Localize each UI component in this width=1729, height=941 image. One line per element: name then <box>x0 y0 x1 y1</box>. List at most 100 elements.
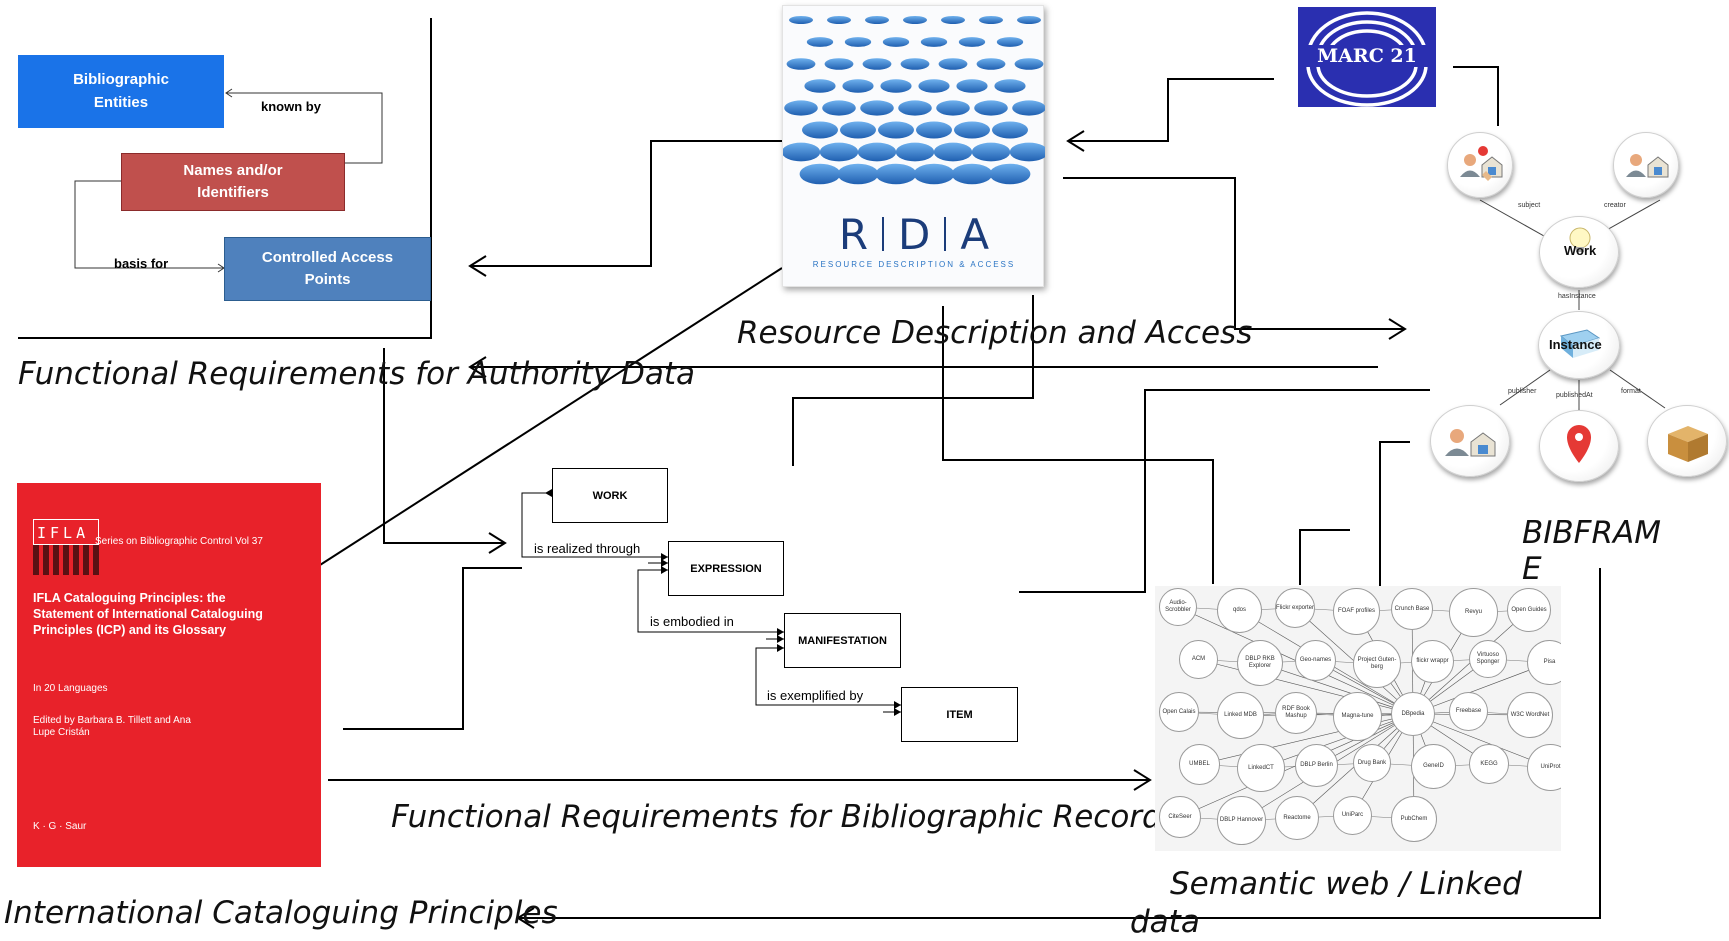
rda-dot <box>1017 16 1041 24</box>
lod-node: Drug Bank <box>1353 744 1391 782</box>
rda-dot <box>1009 142 1045 162</box>
bibframe-edge-subject: subject <box>1518 202 1541 209</box>
basis-for-label: basis for <box>114 256 169 271</box>
lod-link <box>1259 662 1414 715</box>
lod-caption-line1: Semantic web / Linked <box>1170 866 1522 902</box>
lod-node: Magna-tune <box>1333 692 1382 741</box>
rda-dot <box>799 163 841 185</box>
person-house-icon <box>1626 154 1669 178</box>
lod-node: Linked MDB <box>1217 692 1264 739</box>
rda-dot <box>789 16 813 24</box>
lod-node: Reactome <box>1275 796 1319 840</box>
rda-dot <box>822 100 856 116</box>
lod-node: DBLP Berlin <box>1295 744 1338 787</box>
icp-edited: Edited by Barbara B. Tillett and Ana Lup… <box>33 715 191 738</box>
icp-publisher: K · G · Saur <box>33 821 87 832</box>
rda-dot <box>895 142 935 162</box>
rda-divider <box>944 217 947 251</box>
rda-dot <box>860 100 894 116</box>
rda-dot <box>898 100 932 116</box>
rda-dot <box>992 121 1028 139</box>
lod-node: Crunch Base <box>1391 588 1433 630</box>
book-icon <box>1559 329 1601 358</box>
rda-dot <box>941 16 965 24</box>
person-house-icon <box>1445 429 1496 457</box>
lod-link <box>1260 713 1414 769</box>
lod-node: Open Guides <box>1507 588 1551 632</box>
rda-dot <box>920 37 948 47</box>
bibframe-work-node: Work <box>1539 216 1619 288</box>
rda-dot <box>956 79 988 93</box>
rda-dot <box>979 16 1003 24</box>
lod-node: Freebase <box>1449 692 1488 731</box>
rda-dot <box>875 163 917 185</box>
rda-letter-d: D <box>898 209 931 259</box>
lod-node: UMBEL <box>1179 744 1220 785</box>
rda-dot <box>974 100 1008 116</box>
rda-dot <box>827 16 851 24</box>
ifla-logo: IFLA <box>33 519 99 545</box>
lod-cloud: Audio-Scrobbler qdos Flickr exporter FOAF p… <box>1155 586 1561 851</box>
lod-node: CiteSeer <box>1159 796 1201 838</box>
bibframe-edge-published-at: publishedAt <box>1556 392 1593 399</box>
known-by-label: known by <box>261 99 321 114</box>
rda-letter-r: R <box>838 209 869 259</box>
rda-dot <box>819 142 859 162</box>
lod-node: Virtuoso Sponger <box>1469 640 1507 678</box>
rda-dot <box>862 58 892 70</box>
rda-dot <box>786 58 816 70</box>
icp-cover: IFLA Series on Bibliographic Control Vol… <box>17 483 321 867</box>
bibframe-edge-format: format <box>1621 388 1641 395</box>
rda-dot <box>804 79 836 93</box>
names-identifiers-box: Names and/or Identifiers <box>121 153 345 211</box>
lod-node: FOAF profiles <box>1333 588 1380 635</box>
bibframe-publisher-node <box>1430 405 1510 477</box>
frbr-work-box: WORK <box>552 468 668 523</box>
rda-dot <box>865 16 889 24</box>
lod-node: Flickr exporter <box>1275 588 1315 628</box>
bibframe-subject-node <box>1447 132 1513 198</box>
rda-dot <box>916 121 952 139</box>
icp-title: IFLA Cataloguing Principles: the Stateme… <box>33 591 263 637</box>
rda-dot <box>1014 58 1044 70</box>
lightbulb-icon <box>1569 227 1591 252</box>
lod-node: DBLP Hannover <box>1217 796 1266 845</box>
bibframe-work-label: Work <box>1564 243 1597 258</box>
rda-dot <box>857 142 897 162</box>
frbr-manifestation-box: MANIFESTATION <box>784 613 901 668</box>
bibframe-edge-has-instance: hasInstance <box>1558 293 1596 300</box>
rda-dot <box>882 37 910 47</box>
rda-letter-a: A <box>960 209 990 259</box>
rda-cover: R D A RESOURCE DESCRIPTION & ACCESS <box>782 5 1045 287</box>
marc21-logo: MARC 21 <box>1298 7 1436 107</box>
lod-node: PubChem <box>1391 796 1437 842</box>
frbr-rel-embodied: is embodied in <box>650 614 734 629</box>
lod-node: Geo-names <box>1295 640 1336 681</box>
rda-dot <box>951 163 993 185</box>
lod-link <box>1412 662 1550 715</box>
rda-dot <box>938 58 968 70</box>
rda-dot <box>903 16 927 24</box>
lod-caption-line2: data <box>1130 904 1200 940</box>
rda-dot <box>976 58 1006 70</box>
rda-logo: R D A <box>783 210 1045 259</box>
rda-dot <box>844 37 872 47</box>
lod-node: qdos <box>1217 588 1262 633</box>
ifla-logo-bars <box>33 545 99 575</box>
bibframe-place-node <box>1539 410 1619 482</box>
rda-dot <box>936 100 970 116</box>
bibframe-creator-node <box>1613 132 1679 198</box>
frbr-rel-realized: is realized through <box>534 541 641 556</box>
rda-dot <box>806 37 834 47</box>
ifla-logo-text: IFLA <box>37 524 90 542</box>
lod-node: Audio-Scrobbler <box>1159 588 1197 626</box>
bibframe-instance-node: Instance <box>1538 311 1620 379</box>
box-icon <box>1668 426 1708 462</box>
lod-node: DBpedia <box>1391 692 1435 736</box>
person-house-icon <box>1460 146 1503 181</box>
rda-dot <box>913 163 955 185</box>
frbr-rel-exemplified: is exemplified by <box>767 688 864 703</box>
rda-dot <box>996 37 1024 47</box>
rda-dot <box>840 121 876 139</box>
